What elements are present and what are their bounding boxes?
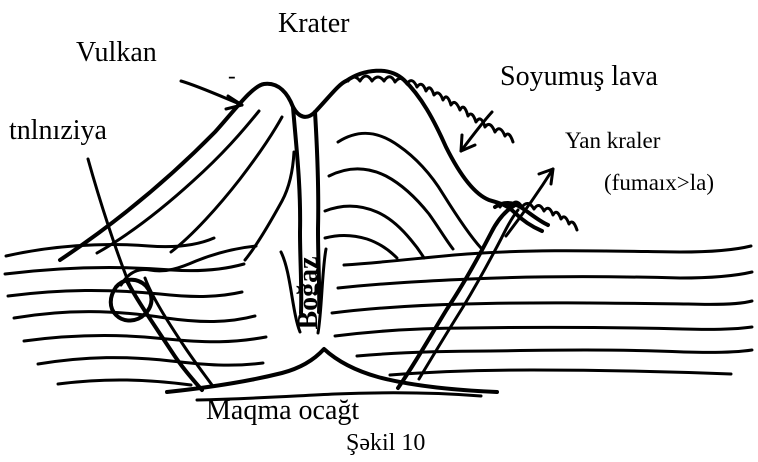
right-dike-outer bbox=[398, 205, 515, 388]
yan-krater-label: Yan kraler bbox=[565, 129, 660, 152]
layer-right-4 bbox=[335, 327, 752, 336]
vulkan-mark: - bbox=[228, 64, 236, 87]
soyumus-lava-pointer-line bbox=[461, 112, 492, 151]
layer-left-6 bbox=[38, 358, 263, 366]
intruziya-label: tnlnıziya bbox=[9, 117, 107, 145]
cone-layer-right-4 bbox=[325, 235, 397, 258]
layer-left-7 bbox=[58, 380, 191, 385]
cooled-lava-crust bbox=[348, 76, 513, 142]
cone-layer-left-3 bbox=[245, 152, 294, 260]
vulkan-label: Vulkan bbox=[76, 39, 157, 67]
layer-right-6 bbox=[390, 370, 731, 375]
fumarolla-label: (fumaıx>la) bbox=[604, 171, 714, 194]
soyumus-lava-label: Soyumuş lava bbox=[500, 63, 658, 91]
layer-left-5 bbox=[24, 335, 266, 341]
right-dike-inner bbox=[419, 210, 518, 379]
cone-layer-right-3 bbox=[325, 206, 424, 258]
layer-right-3 bbox=[332, 301, 752, 313]
bogaz-label: Boğaz bbox=[295, 256, 323, 329]
maqma-label: Maqma ocağt bbox=[206, 397, 359, 425]
figure-caption: Şəkil 10 bbox=[346, 431, 425, 455]
layer-right-1 bbox=[344, 246, 751, 265]
cone-layer-left-1 bbox=[97, 111, 259, 253]
krater-label: Krater bbox=[278, 10, 350, 38]
layer-right-2 bbox=[338, 272, 752, 288]
layer-right-5 bbox=[357, 350, 752, 356]
layer-left-3 bbox=[8, 290, 242, 296]
side-lava-crust bbox=[500, 202, 577, 230]
